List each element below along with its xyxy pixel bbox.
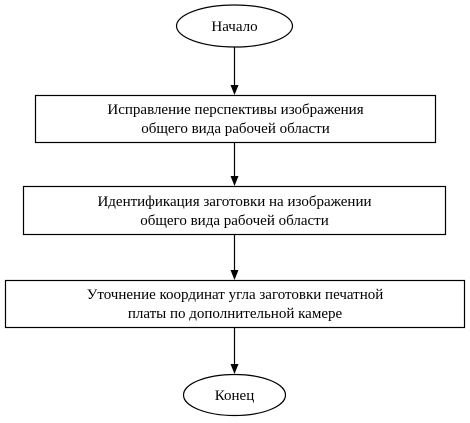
process-box-3 xyxy=(4,279,466,329)
end-label: Конец xyxy=(215,388,254,404)
process-2-line-2: общего вида рабочей области xyxy=(140,213,329,229)
process-2-line-1: Идентификация заготовки на изображении xyxy=(97,194,371,210)
process-step-2: Идентификация заготовки на изображении о… xyxy=(22,185,447,236)
process-step-1: Исправление перспективы изображения обще… xyxy=(34,94,437,144)
process-box-1 xyxy=(34,94,437,144)
process-1-line-2: общего вида рабочей области xyxy=(141,121,330,137)
process-1-line-1: Исправление перспективы изображения xyxy=(107,102,363,118)
end-node: Конец xyxy=(182,373,287,417)
arrow-step-1-to-step-2 xyxy=(230,142,239,186)
arrow-step-3-to-end xyxy=(230,327,239,374)
process-3-line-2: платы по дополнительной камере xyxy=(128,306,343,322)
arrow-start-to-step-1 xyxy=(230,47,239,95)
start-label: Начало xyxy=(211,19,257,35)
process-3-line-1: Уточнение координат угла заготовки печат… xyxy=(87,287,384,303)
start-node: Начало xyxy=(175,4,294,48)
process-step-3: Уточнение координат угла заготовки печат… xyxy=(4,279,466,329)
end-ellipse xyxy=(182,373,287,417)
arrow-step-2-to-step-3 xyxy=(230,234,239,280)
